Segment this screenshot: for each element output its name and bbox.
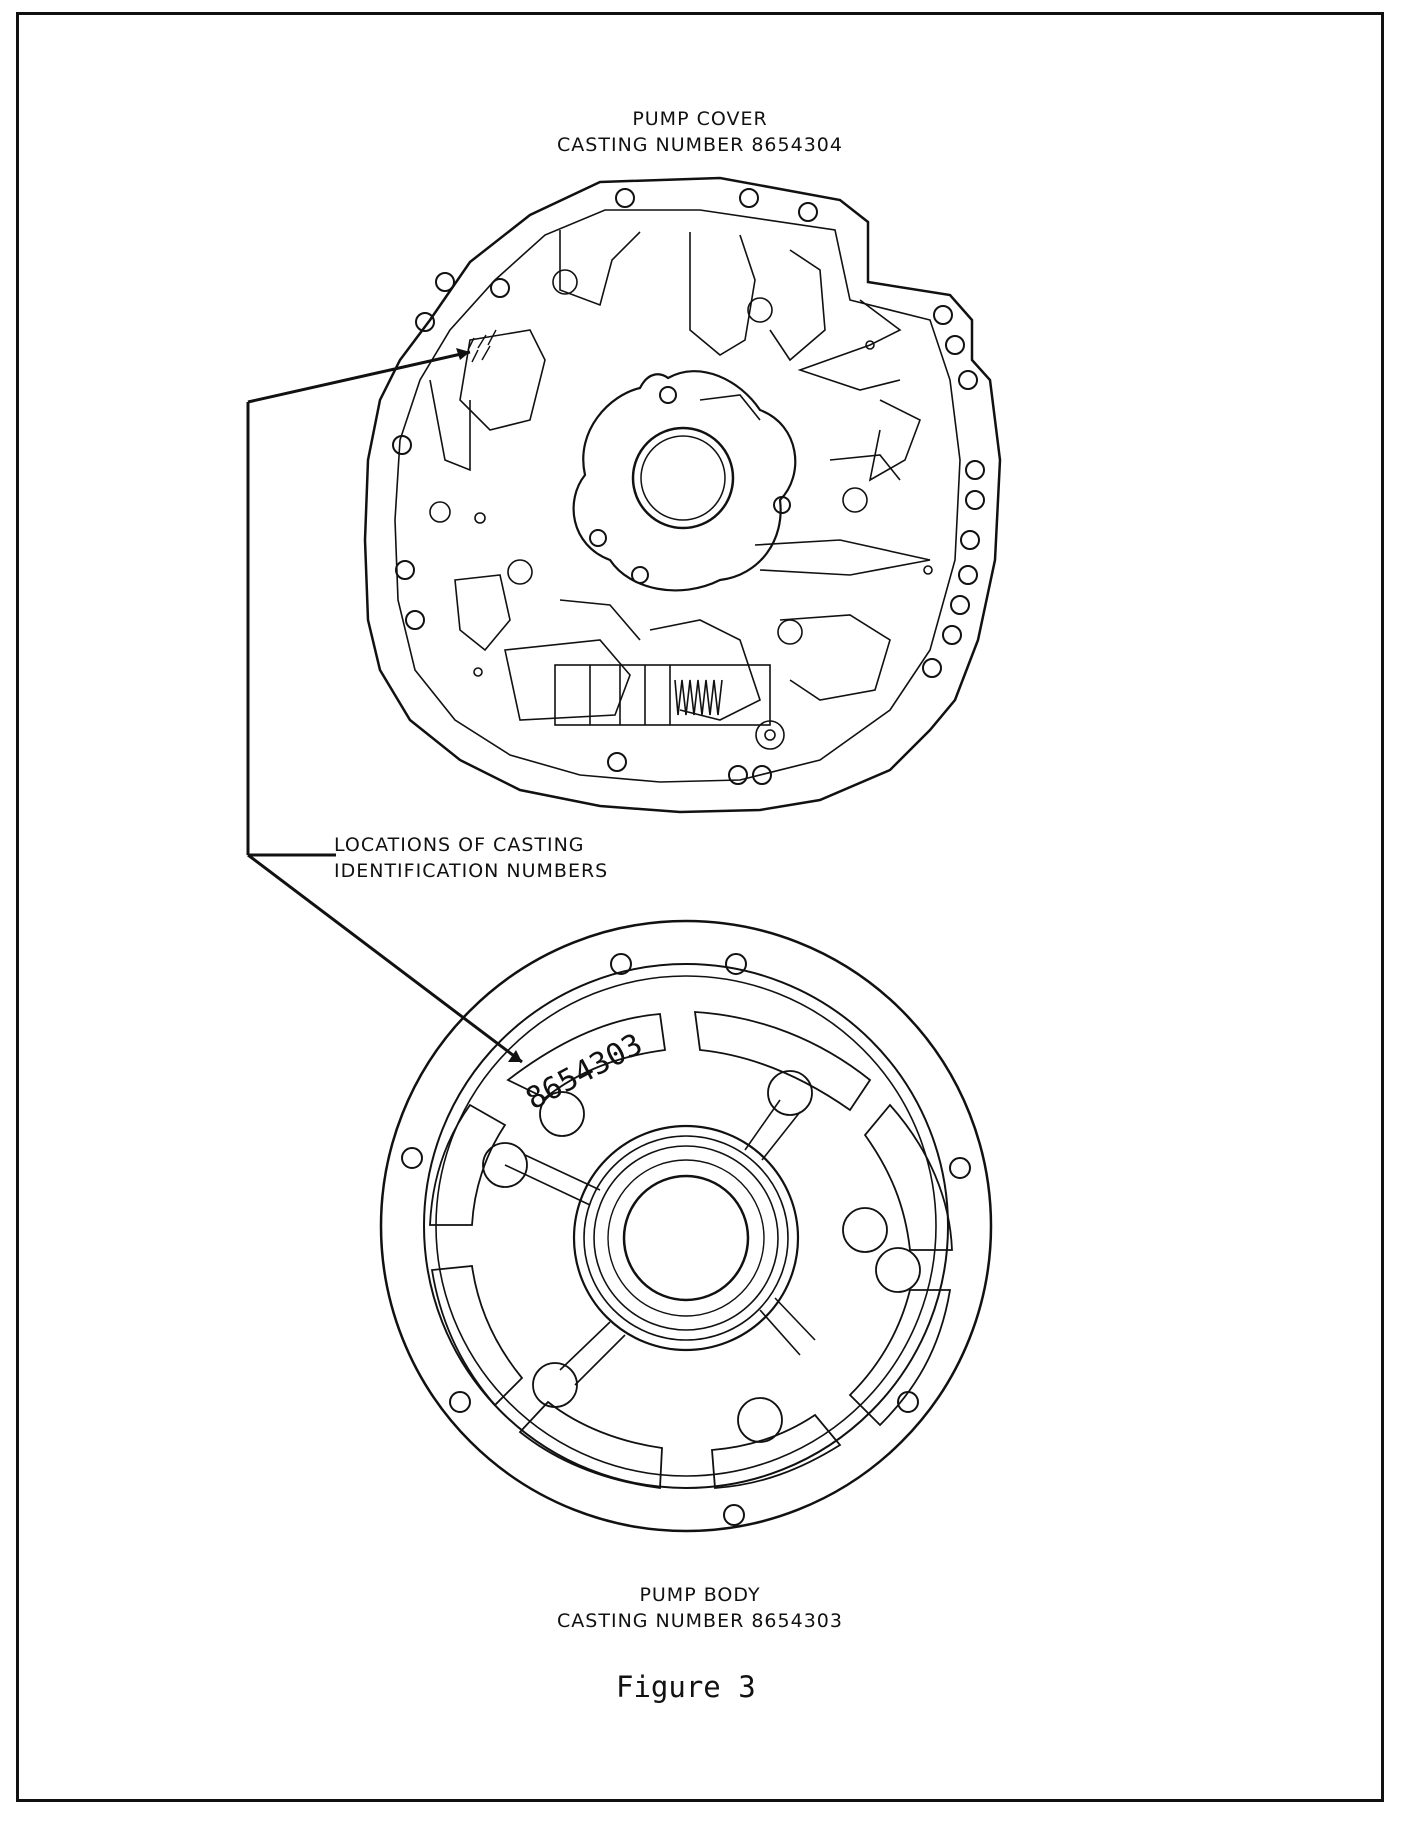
pump-body-bolt-holes (401, 953, 971, 1526)
callout-line-1: LOCATIONS OF CASTING (334, 834, 585, 856)
pump-body-pockets (429, 1011, 953, 1490)
pump-cover-title: PUMP COVER (632, 108, 768, 130)
pump-cover-center-bore (572, 370, 797, 592)
pump-cover-caption: PUMP COVER CASTING NUMBER 8654304 (480, 106, 920, 158)
pump-body-id-stamp: 8654303 (520, 1027, 648, 1117)
pump-cover-valve-spring (554, 664, 771, 726)
pump-body-caption: PUMP BODY CASTING NUMBER 8654303 (480, 1582, 920, 1634)
pump-body-round-pockets (482, 1070, 921, 1443)
pump-body-title: PUMP BODY (639, 1584, 761, 1606)
casting-id-callout: LOCATIONS OF CASTING IDENTIFICATION NUMB… (334, 832, 754, 884)
pump-body-hub (572, 1124, 800, 1352)
callout-leader-lines (246, 348, 523, 1064)
pump-cover-casting-number: CASTING NUMBER 8654304 (557, 134, 843, 156)
callout-line-2: IDENTIFICATION NUMBERS (334, 860, 609, 882)
pump-cover-passages (429, 230, 933, 750)
pump-body-spokes (504, 1099, 816, 1386)
pump-body-drawing: 8654303 (379, 919, 993, 1533)
pump-cover-drawing (363, 176, 1002, 814)
pump-body-stamped-number: 8654303 (520, 1027, 648, 1117)
figure-label: Figure 3 (616, 1670, 756, 1704)
pump-cover-id-mark (467, 329, 497, 363)
document-border (16, 12, 1384, 1802)
pump-cover-bolt-holes (392, 188, 985, 785)
pump-body-casting-number: CASTING NUMBER 8654303 (557, 1610, 843, 1632)
